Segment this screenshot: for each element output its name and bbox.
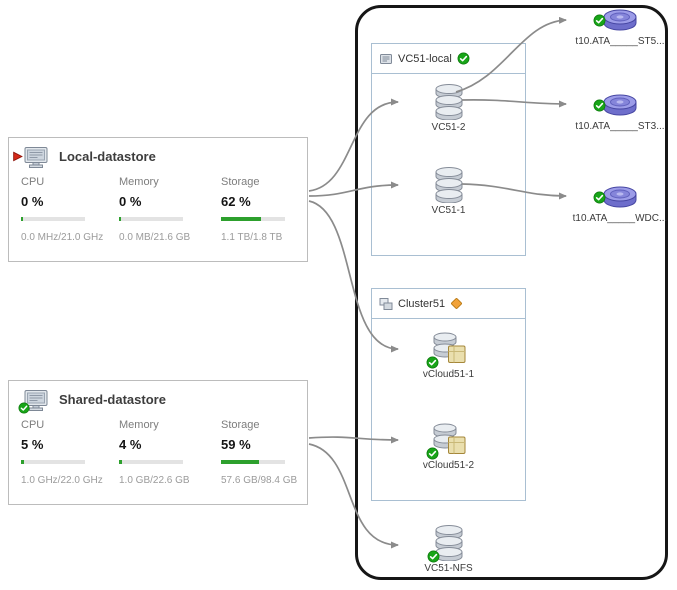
- disk-label: t10.ATA_____WDC...: [572, 213, 668, 224]
- ok-check-icon: [593, 99, 606, 112]
- disk-platter-icon: [600, 6, 640, 34]
- usage-bar-fill: [119, 217, 121, 221]
- metric-detail: 1.0 GB/22.6 GB: [119, 475, 190, 486]
- group-title: Cluster51: [398, 297, 446, 310]
- metric-value: 62 %: [221, 194, 251, 209]
- metric-memory: Memory 4 % 1.0 GB/22.6 GB: [119, 419, 209, 486]
- ok-check-icon: [427, 550, 440, 563]
- metric-value: 59 %: [221, 437, 251, 452]
- metric-label: CPU: [21, 419, 45, 431]
- node-vc51-nfs[interactable]: VC51-NFS: [371, 525, 526, 574]
- usage-bar: [119, 460, 183, 464]
- disk-node[interactable]: t10.ATA_____WDC...: [570, 183, 670, 224]
- card-title: Shared-datastore: [59, 392, 166, 407]
- usage-bar-fill: [119, 460, 122, 464]
- disk-platter-icon: [600, 183, 640, 211]
- metric-detail: 0.0 MHz/21.0 GHz: [21, 232, 104, 243]
- metric-storage: Storage 62 % 1.1 TB/1.8 TB: [221, 176, 311, 243]
- node-vc51-1[interactable]: VC51-1: [372, 167, 525, 216]
- metric-cpu: CPU 5 % 1.0 GHz/22.0 GHz: [21, 419, 111, 486]
- group-vc51-local[interactable]: VC51-local VC51-2 VC51-1: [371, 43, 526, 256]
- group-cluster51[interactable]: Cluster51 vCloud51-1 vCloud51-2: [371, 288, 526, 501]
- card-shared-datastore[interactable]: Shared-datastore CPU 5 % 1.0 GHz/22.0 GH…: [8, 380, 308, 505]
- card-local-datastore[interactable]: Local-datastore CPU 0 % 0.0 MHz/21.0 GHz…: [8, 137, 308, 262]
- group-header[interactable]: VC51-local: [372, 44, 525, 74]
- alert-red-arrow-icon: [12, 151, 23, 162]
- metric-memory: Memory 0 % 0.0 MB/21.6 GB: [119, 176, 209, 243]
- metric-value: 4 %: [119, 437, 142, 452]
- ok-check-icon: [457, 52, 470, 65]
- metric-detail: 1.1 TB/1.8 TB: [221, 232, 283, 243]
- card-title: Local-datastore: [59, 149, 156, 164]
- disk-node[interactable]: t10.ATA_____ST5...: [570, 6, 670, 47]
- ok-check-icon: [593, 191, 606, 204]
- group-title: VC51-local: [398, 52, 452, 65]
- metric-value: 0 %: [119, 194, 142, 209]
- datacenter-icon: [379, 52, 393, 66]
- metric-label: Memory: [119, 176, 159, 188]
- ok-check-icon: [18, 402, 30, 414]
- metric-cpu: CPU 0 % 0.0 MHz/21.0 GHz: [21, 176, 111, 243]
- vcloud-host-icon: [431, 422, 467, 458]
- datastore-stack-icon: [432, 167, 466, 203]
- usage-bar-fill: [21, 217, 23, 221]
- usage-bar-fill: [221, 460, 259, 464]
- metric-storage: Storage 59 % 57.6 GB/98.4 GB: [221, 419, 311, 486]
- node-label: VC51-NFS: [424, 563, 473, 574]
- warning-diamond-icon: [450, 297, 463, 310]
- node-label: vCloud51-2: [422, 460, 475, 471]
- metric-label: CPU: [21, 176, 45, 188]
- usage-bar-fill: [21, 460, 25, 464]
- metric-label: Storage: [221, 419, 260, 431]
- disk-label: t10.ATA_____ST3...: [575, 121, 665, 132]
- usage-bar: [21, 460, 85, 464]
- disk-node[interactable]: t10.ATA_____ST3...: [570, 91, 670, 132]
- disk-label: t10.ATA_____ST5...: [575, 36, 665, 47]
- cluster-icon: [379, 297, 393, 311]
- metric-label: Memory: [119, 419, 159, 431]
- usage-bar: [21, 217, 85, 221]
- node-vcloud51-1[interactable]: vCloud51-1: [372, 331, 525, 380]
- node-vc51-2[interactable]: VC51-2: [372, 84, 525, 133]
- node-label: vCloud51-1: [422, 369, 475, 380]
- ok-check-icon: [426, 447, 439, 460]
- metric-value: 0 %: [21, 194, 44, 209]
- metric-label: Storage: [221, 176, 260, 188]
- metric-detail: 1.0 GHz/22.0 GHz: [21, 475, 103, 486]
- disk-platter-icon: [600, 91, 640, 119]
- metric-detail: 0.0 MB/21.6 GB: [119, 232, 191, 243]
- ok-check-icon: [593, 14, 606, 27]
- usage-bar: [119, 217, 183, 221]
- datastore-stack-icon: [432, 525, 466, 561]
- node-label: VC51-1: [431, 205, 466, 216]
- group-header[interactable]: Cluster51: [372, 289, 525, 319]
- node-vcloud51-2[interactable]: vCloud51-2: [372, 422, 525, 471]
- usage-bar-fill: [221, 217, 261, 221]
- ok-check-icon: [426, 356, 439, 369]
- usage-bar: [221, 460, 285, 464]
- datastore-stack-icon: [432, 84, 466, 120]
- vcloud-host-icon: [431, 331, 467, 367]
- usage-bar: [221, 217, 285, 221]
- metric-detail: 57.6 GB/98.4 GB: [221, 475, 298, 486]
- host-icon: [23, 146, 53, 170]
- metric-value: 5 %: [21, 437, 44, 452]
- node-label: VC51-2: [431, 122, 466, 133]
